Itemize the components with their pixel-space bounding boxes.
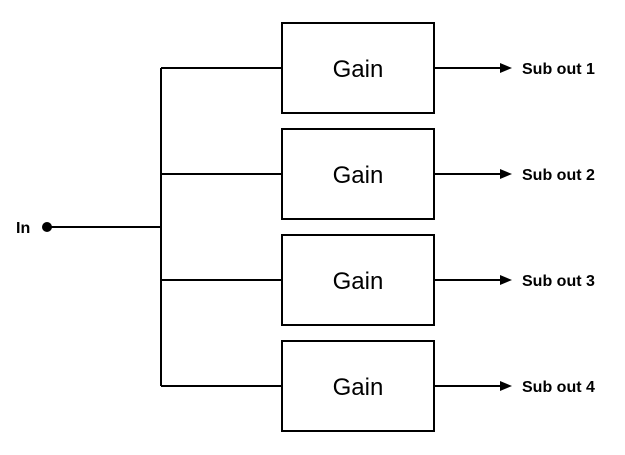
output-label-3: Sub out 3 (522, 273, 595, 290)
gain-block-4[interactable] (281, 340, 435, 432)
branch-2-arrowhead (500, 169, 512, 179)
gain-block-4-label: Gain (333, 374, 384, 401)
gain-block-2[interactable] (281, 128, 435, 220)
branch-3-arrowhead (500, 275, 512, 285)
output-label-4: Sub out 4 (522, 379, 595, 396)
branch-1-arrowhead (500, 63, 512, 73)
output-label-2: Sub out 2 (522, 167, 595, 184)
gain-block-3-label: Gain (333, 268, 384, 295)
branch-4: Gain Sub out 4 (161, 340, 595, 432)
branch-1: Gain Sub out 1 (161, 22, 595, 114)
branch-2: Gain Sub out 2 (161, 128, 595, 220)
branch-3: Gain Sub out 3 (161, 234, 595, 326)
input-label: In (16, 220, 30, 237)
gain-block-1[interactable] (281, 22, 435, 114)
gain-block-1-label: Gain (333, 56, 384, 83)
branch-4-arrowhead (500, 381, 512, 391)
gain-block-2-label: Gain (333, 162, 384, 189)
gain-block-3[interactable] (281, 234, 435, 326)
output-label-1: Sub out 1 (522, 61, 595, 78)
